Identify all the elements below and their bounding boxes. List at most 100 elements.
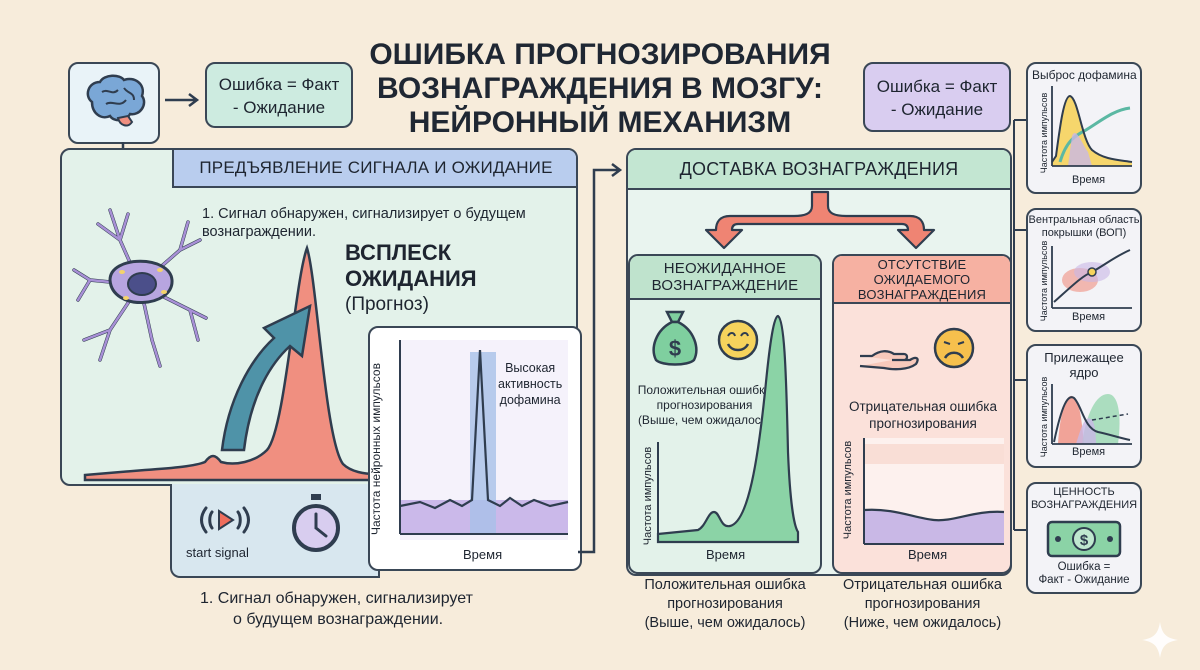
sidebar-card2-ylabel: Частота импульсов	[1039, 240, 1049, 322]
sidebar-card3-title-line2: ядро	[1069, 365, 1099, 380]
sidebar-card3-xlabel: Время	[1072, 446, 1106, 458]
sidebar-card3-title: Прилежащее ядро	[1028, 350, 1140, 380]
unexpected-xlabel: Время	[706, 547, 746, 562]
unexpected-ylabel: Частота импульсов	[642, 446, 654, 546]
formula-box-left: Ошибка = Факт - Ожидание	[205, 62, 353, 128]
sad-face-icon	[933, 327, 975, 369]
delivery-header-text: ДОСТАВКА ВОЗНАГРАЖДЕНИЯ	[679, 158, 959, 179]
svg-text:$: $	[669, 336, 681, 361]
cue-step-line1: 1. Сигнал обнаружен, сигнализирует о буд…	[202, 206, 526, 222]
absence-desc-line2: прогнозирования	[869, 416, 977, 431]
dopamine-graph-annotation: Высокая активность дофамина	[498, 360, 562, 408]
unexpected-desc: Положительная ошибка прогнозирования (Вы…	[632, 383, 777, 428]
unexpected-reward-header: НЕОЖИДАННОЕ ВОЗНАГРАЖДЕНИЕ	[630, 256, 820, 300]
page-title: ОШИБКА ПРОГНОЗИРОВАНИЯ ВОЗНАГРАЖДЕНИЯ В …	[355, 38, 845, 140]
sidebar-card1-ylabel: Частота импульсов	[1039, 92, 1049, 174]
sidebar-card3-ylabel: Частота импульсов	[1039, 376, 1049, 458]
sidebar-card2-title-line2: покрышки (ВОП)	[1041, 227, 1127, 239]
absence-desc: Отрицательная ошибка прогнозирования	[838, 398, 1008, 432]
sidebar-card4-title-line2: ВОЗНАГРАЖДЕНИЯ	[1030, 499, 1138, 511]
title-line-2: ВОЗНАГРАЖДЕНИЯ В МОЗГУ:	[376, 72, 824, 105]
sparkle-icon	[1142, 622, 1178, 658]
sidebar-card3-title-line1: Прилежащее	[1044, 350, 1124, 365]
sidebar-card-dopamine	[1026, 62, 1142, 194]
formula-right-line2: - Ожидание	[890, 100, 984, 119]
absence-header-line1: ОТСУТСТВИЕ	[877, 256, 967, 272]
sidebar-card4-formula-line1: Ошибка =	[1057, 561, 1111, 573]
burst-sub: (Прогноз)	[345, 294, 429, 315]
absence-caption: Отрицательная ошибка прогнозирования (Ни…	[830, 576, 1015, 633]
annot-line1: Высокая	[505, 361, 556, 375]
title-line-3: НЕЙРОННЫЙ МЕХАНИЗМ	[408, 106, 792, 139]
brain-arrow-right	[165, 93, 200, 107]
absence-reward-header: ОТСУТСТВИЕ ОЖИДАЕМОГО ВОЗНАГРАЖДЕНИЯ	[834, 256, 1010, 304]
unexpected-header-line1: НЕОЖИДАННОЕ	[663, 260, 787, 277]
unexpected-desc-line2: прогнозирования	[656, 398, 753, 412]
burst-line1: ВСПЛЕСК	[345, 240, 452, 265]
unexpected-caption: Положительная ошибка прогнозирования (Вы…	[630, 576, 820, 633]
sidebar-card2-plot	[1051, 246, 1132, 309]
absence-plot	[863, 438, 1005, 545]
formula-right-line1: Ошибка = Факт	[876, 77, 998, 96]
formula-box-right: Ошибка = Факт - Ожидание	[863, 62, 1011, 132]
dopamine-graph-plot	[399, 340, 569, 540]
start-signal-label: start signal	[186, 545, 249, 560]
unexpected-spike-plot	[656, 314, 800, 544]
absence-caption-line2: прогнозирования	[864, 596, 981, 612]
sidebar-card2-title-line1: Вентральная область	[1028, 214, 1140, 226]
fork-arrow	[704, 190, 936, 250]
neuron-icon	[72, 208, 208, 368]
cue-caption-line1: 1. Сигнал обнаружен, сигнализирует	[200, 590, 473, 607]
sidebar-card-nucleus	[1026, 344, 1142, 468]
sidebar-card4-title: ЦЕННОСТЬ ВОЗНАГРАЖДЕНИЯ	[1028, 486, 1140, 512]
annot-line3: дофамина	[499, 393, 561, 407]
svg-text:$: $	[1080, 532, 1089, 549]
dopamine-graph-xlabel: Время	[463, 547, 503, 562]
unexpected-caption-line1: Положительная ошибка	[644, 577, 806, 593]
sidebar-card1-xlabel: Время	[1072, 174, 1106, 186]
unexpected-desc-line1: Положительная ошибка	[637, 383, 772, 397]
money-bag-icon: $	[652, 310, 698, 366]
cue-step-line2: вознаграждении.	[202, 224, 317, 240]
sidebar-card2-title: Вентральная область покрышки (ВОП)	[1028, 214, 1140, 240]
sidebar-card-vta	[1026, 208, 1142, 332]
sidebar-card2-xlabel: Время	[1072, 311, 1106, 323]
brain-box	[68, 62, 160, 144]
annot-line2: активность	[498, 377, 563, 391]
absence-ylabel: Частота импульсов	[842, 440, 854, 540]
cue-bottom-caption: 1. Сигнал обнаружен, сигнализирует о буд…	[200, 588, 473, 630]
cue-section-header: ПРЕДЪЯВЛЕНИЕ СИГНАЛА И ОЖИДАНИЕ	[172, 150, 576, 188]
sidebar-connector	[1013, 119, 1026, 531]
burst-label: ВСПЛЕСК ОЖИДАНИЯ (Прогноз)	[345, 240, 477, 318]
play-signal-icon	[200, 506, 250, 534]
burst-line2: ОЖИДАНИЯ	[345, 266, 477, 291]
arrow-up-icon	[220, 303, 312, 452]
unexpected-caption-line3: (Выше, чем ожидалось)	[644, 615, 806, 631]
dopamine-graph-ylabel: Частота нейронных импульсов	[369, 363, 383, 536]
hand-icon	[859, 350, 919, 371]
anticipation-spike	[83, 244, 377, 482]
smiley-icon	[717, 319, 759, 361]
absence-caption-line3: (Ниже, чем ожидалось)	[843, 615, 1002, 631]
formula-left-line1: Ошибка = Факт	[218, 75, 340, 94]
cue-section-header-text: ПРЕДЪЯВЛЕНИЕ СИГНАЛА И ОЖИДАНИЕ	[199, 158, 553, 177]
banknote-icon: $	[1046, 520, 1122, 558]
sidebar-card4-title-line1: ЦЕННОСТЬ	[1053, 486, 1115, 498]
unexpected-caption-line2: прогнозирования	[667, 596, 783, 612]
stopwatch-icon	[292, 494, 340, 552]
absence-caption-line1: Отрицательная ошибка	[843, 577, 1002, 593]
sidebar-card3-plot	[1051, 384, 1132, 445]
connector-arrow	[578, 163, 623, 554]
absence-header-line3: ВОЗНАГРАЖДЕНИЯ	[857, 286, 987, 302]
absence-desc-line1: Отрицательная ошибка	[848, 399, 998, 414]
brain-icon	[86, 74, 146, 127]
unexpected-desc-line3: (Выше, чем ожидалось)	[637, 413, 772, 427]
unexpected-header-line2: ВОЗНАГРАЖДЕНИЕ	[651, 277, 799, 294]
formula-left-line2: - Ожидание	[232, 98, 326, 117]
absence-xlabel: Время	[908, 547, 948, 562]
sidebar-card4-formula: Ошибка = Факт - Ожидание	[1028, 561, 1140, 587]
absence-header-line2: ОЖИДАЕМОГО	[873, 271, 971, 287]
sidebar-card1-title: Выброс дофамина	[1032, 68, 1137, 82]
sidebar-card4-formula-line2: Факт - Ожидание	[1038, 574, 1130, 586]
cue-caption-line2: о будущем вознаграждении.	[233, 611, 444, 628]
